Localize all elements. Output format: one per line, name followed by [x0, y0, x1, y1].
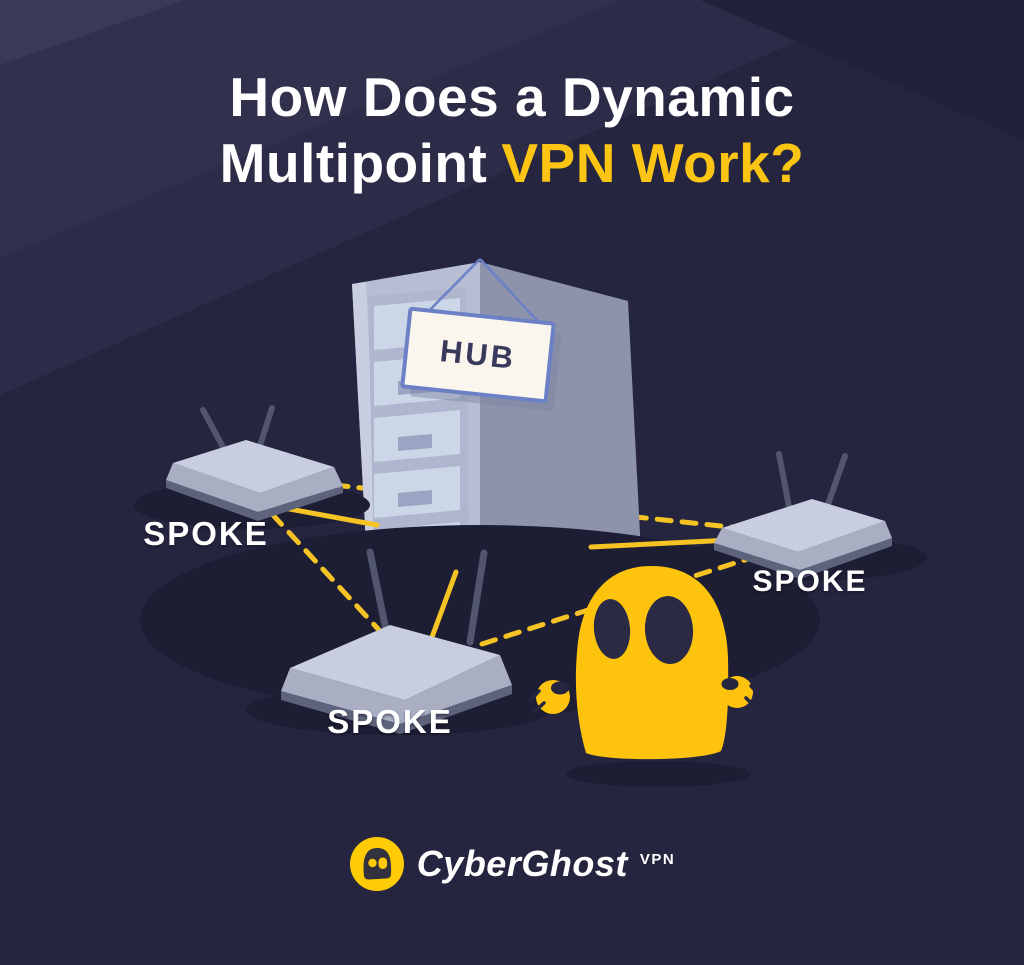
ghost-logo-icon: [349, 837, 404, 891]
router-right: [714, 451, 892, 579]
connection-line-spoke-left-bottom: [269, 511, 382, 633]
ghost-hand-right: [721, 676, 762, 709]
brand-suffix: VPN: [639, 850, 676, 868]
spoke-label-right: SPOKE: [752, 565, 868, 598]
title-line-2-prefix: Multipoint: [219, 132, 488, 194]
router-bottom: [281, 548, 512, 734]
hub-sign: [400, 258, 562, 412]
connection-line-hub-right: [588, 537, 734, 550]
title-line-1: How Does a Dynamic: [229, 66, 795, 128]
connection-line-hub-bottom: [425, 569, 459, 651]
title-line-2-highlight: VPN Work?: [501, 132, 805, 194]
connection-line-spoke-bottom-right: [479, 553, 760, 647]
spoke-label-left: SPOKE: [143, 515, 269, 552]
ghost-body: [575, 566, 729, 760]
brand-name: CyberGhost: [416, 843, 628, 884]
ghost-mascot: [528, 566, 762, 760]
brand-logo: CyberGhost VPN: [0, 836, 1024, 892]
background-bands: [0, 0, 1024, 395]
ghost-eyes: [593, 596, 694, 664]
ghost-hand-left: [528, 680, 570, 714]
hub-sign-label: HUB: [438, 333, 518, 376]
router-left: [166, 405, 343, 521]
spoke-label-bottom: SPOKE: [327, 703, 453, 740]
